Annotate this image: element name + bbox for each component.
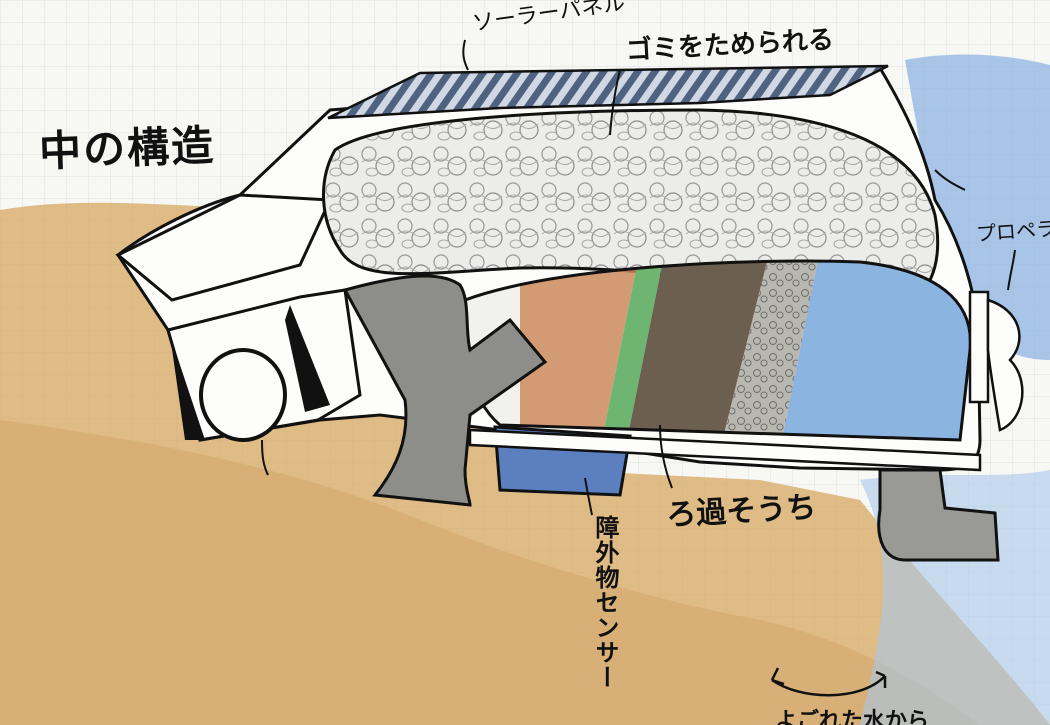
dirty-water-label: よごれた水から [775, 709, 930, 725]
flow-arrow [770, 667, 887, 697]
wheel-leader-line [261, 439, 269, 476]
filter-leader-line [659, 424, 673, 489]
sand-shading [0, 420, 980, 725]
propeller [986, 298, 1024, 432]
propeller-mount [968, 290, 990, 404]
sensor-leader-line [584, 477, 593, 516]
solar-panel [327, 64, 889, 120]
intake-pipe [342, 274, 548, 507]
wheel-rim-right [285, 305, 330, 412]
outlet-pipe [877, 468, 1000, 562]
bottom-ledge [468, 428, 982, 472]
obstacle-sensor-label: 障外物センサー [591, 515, 619, 690]
wheel [199, 348, 287, 442]
wheel-rim-left [170, 335, 205, 440]
trash-leader-line [609, 69, 621, 136]
propeller-label: プロペラ [975, 216, 1050, 246]
solar-leader-line [462, 39, 469, 71]
robot-front-face [115, 193, 333, 302]
page-title: 中の構造 [38, 120, 216, 176]
water-top-right [905, 54, 1050, 361]
filter-device-label: ろ過そうち [665, 490, 818, 533]
top-leader-line [934, 169, 966, 191]
propeller-leader-line [1007, 249, 1016, 291]
